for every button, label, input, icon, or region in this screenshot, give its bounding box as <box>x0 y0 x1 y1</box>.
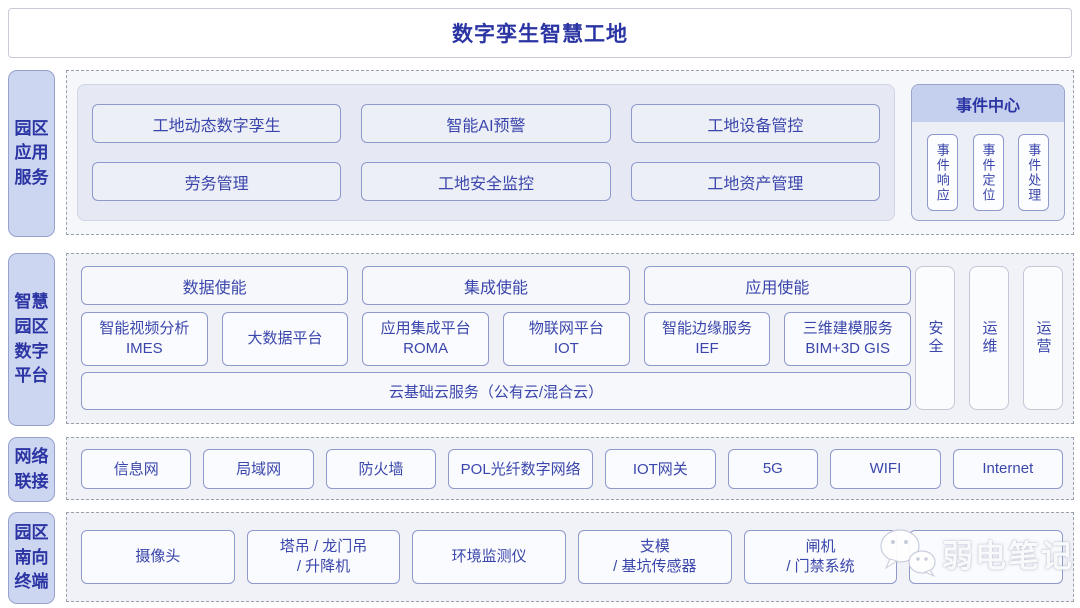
service-box-bigdata: 大数据平台 <box>221 312 349 366</box>
pillar-operations: 运营 <box>1023 266 1063 410</box>
app-box-equipment-control: 工地设备管控 <box>630 104 880 143</box>
pillar-group: 安全 运维 运营 <box>915 266 1063 410</box>
app-box-labor-management: 劳务管理 <box>92 162 342 201</box>
layer-app-services: 工地动态数字孪生 智能AI预警 工地设备管控 劳务管理 工地安全监控 工地资产管… <box>66 70 1074 235</box>
event-center-title: 事件中心 <box>912 85 1064 122</box>
network-box-internet: Internet <box>952 448 1064 489</box>
service-row: 智能视频分析 IMES 大数据平台 应用集成平台 ROMA 物联网平台 IOT … <box>81 312 912 366</box>
app-box-asset-management: 工地资产管理 <box>630 162 880 201</box>
terminal-box-empty <box>909 530 1064 584</box>
terminal-box-gate-access: 闸机 / 门禁系统 <box>743 530 898 584</box>
event-item-response: 事件响应 <box>926 134 958 211</box>
network-box-iot-gateway: IOT网关 <box>605 448 716 489</box>
sidebar-label-digital-platform: 智慧 园区 数字 平台 <box>8 253 55 426</box>
network-box-firewall: 防火墙 <box>325 448 437 489</box>
watermark-text: 弱电笔记 <box>942 539 1074 574</box>
cloud-services-bar: 云基础云服务（公有云/混合云） <box>81 372 911 410</box>
sidebar-label-network: 网络 联接 <box>8 437 55 502</box>
app-box-site-digital-twin: 工地动态数字孪生 <box>92 104 342 143</box>
layer-digital-platform: 数据使能 集成使能 应用使能 智能视频分析 IMES 大数据平台 应用集成平台 … <box>66 253 1074 424</box>
terminal-box-camera: 摄像头 <box>81 530 235 584</box>
pillar-ops-maintenance: 运维 <box>969 266 1009 410</box>
pillar-security: 安全 <box>915 266 955 410</box>
event-item-location: 事件定位 <box>972 134 1004 211</box>
page-title: 数字孪生智慧工地 <box>452 23 628 46</box>
terminal-box-env-monitor: 环境监测仪 <box>412 530 567 584</box>
terminal-box-crane: 塔吊 / 龙门吊 / 升降机 <box>246 530 401 584</box>
network-box-pol: POL光纤数字网络 <box>448 448 594 489</box>
layer-network: 信息网 局域网 防火墙 POL光纤数字网络 IOT网关 5G WIFI Inte… <box>66 437 1074 500</box>
title-bar: 数字孪生智慧工地 <box>8 8 1072 58</box>
sidebar-label-app-services: 园区 应用 服务 <box>8 70 55 237</box>
app-box-ai-warning: 智能AI预警 <box>361 104 611 143</box>
sidebar-label-terminals: 园区 南向 终端 <box>8 512 55 604</box>
wechat-icon <box>878 524 940 583</box>
enabler-box-application: 应用使能 <box>643 266 911 305</box>
enabler-box-integration: 集成使能 <box>362 266 630 305</box>
app-box-safety-monitoring: 工地安全监控 <box>361 162 611 201</box>
network-box-5g: 5G <box>727 448 819 489</box>
network-row: 信息网 局域网 防火墙 POL光纤数字网络 IOT网关 5G WIFI Inte… <box>67 438 1073 499</box>
network-box-info-net: 信息网 <box>81 448 192 489</box>
service-box-roma: 应用集成平台 ROMA <box>362 312 490 366</box>
watermark: 弱电笔记 <box>878 524 1074 583</box>
enabler-box-data: 数据使能 <box>81 266 349 305</box>
app-row: 工地动态数字孪生 智能AI预警 工地设备管控 <box>92 104 880 143</box>
service-box-ief: 智能边缘服务 IEF <box>643 312 771 366</box>
terminal-row: 摄像头 塔吊 / 龙门吊 / 升降机 环境监测仪 支模 / 基坑传感器 闸机 /… <box>67 513 1073 601</box>
network-box-lan: 局域网 <box>203 448 314 489</box>
service-box-imes: 智能视频分析 IMES <box>81 312 208 366</box>
enabler-row: 数据使能 集成使能 应用使能 <box>81 266 911 305</box>
network-box-wifi: WIFI <box>830 448 941 489</box>
service-box-bim-gis: 三维建模服务 BIM+3D GIS <box>784 312 912 366</box>
event-center-panel: 事件中心 事件响应 事件定位 事件处理 <box>911 84 1065 221</box>
app-services-panel: 工地动态数字孪生 智能AI预警 工地设备管控 劳务管理 工地安全监控 工地资产管… <box>77 84 895 221</box>
service-box-iot: 物联网平台 IOT <box>503 312 630 366</box>
event-center-items: 事件响应 事件定位 事件处理 <box>912 122 1064 211</box>
terminal-box-formwork-sensor: 支模 / 基坑传感器 <box>578 530 732 584</box>
event-item-handling: 事件处理 <box>1018 134 1050 211</box>
app-row: 劳务管理 工地安全监控 工地资产管理 <box>92 162 880 201</box>
